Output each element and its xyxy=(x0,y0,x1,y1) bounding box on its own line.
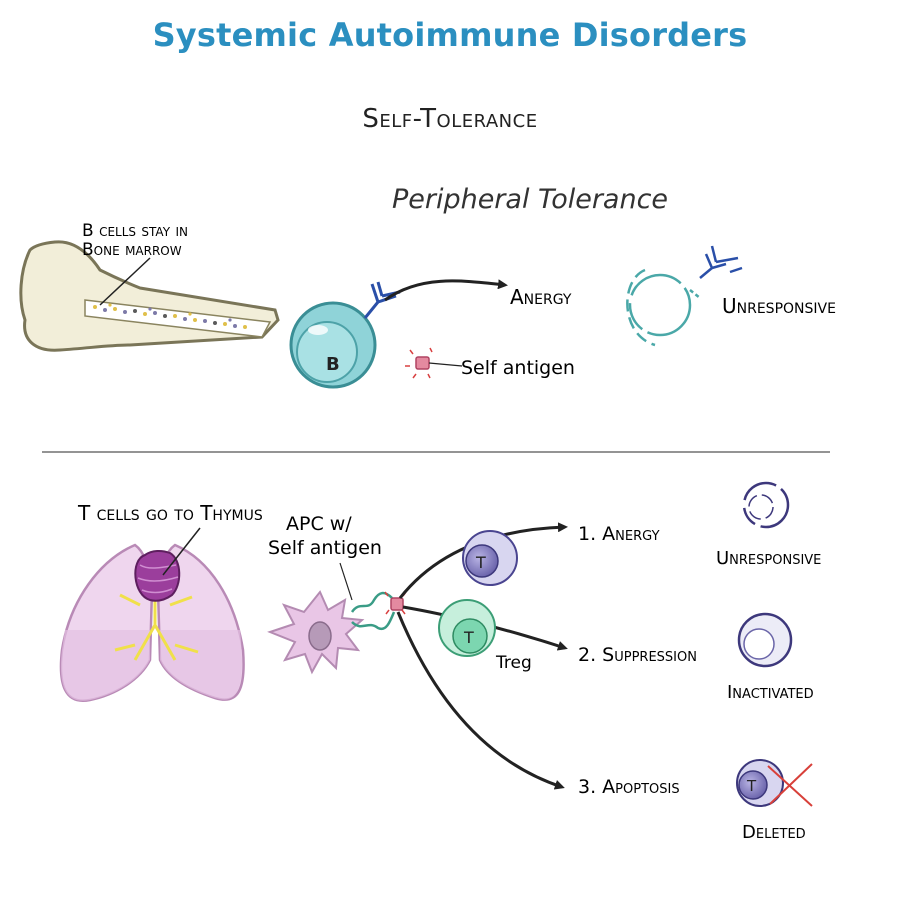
pathway-label-suppression: 2. Suppression xyxy=(578,644,697,666)
unresponsive-receptor xyxy=(699,245,743,279)
anergy-pathway-arrow xyxy=(398,522,568,599)
bone-marrow-cells xyxy=(93,303,247,329)
self-antigen xyxy=(405,347,463,379)
bone-label-line1: B cells stay in xyxy=(82,221,188,241)
pathway-label-anergy: 1. Anergy xyxy=(578,523,660,545)
peripheral-tolerance-title: Peripheral Tolerance xyxy=(391,184,669,215)
apc-label-line1: APC w/ xyxy=(286,513,352,535)
b-unresponsive-label: Unresponsive xyxy=(722,294,836,318)
cross-icon xyxy=(767,763,813,807)
outcome-unresponsive: Unresponsive xyxy=(716,548,821,569)
page-title: Systemic Autoimmune Disorders xyxy=(152,16,748,54)
apc-label-line2: Self antigen xyxy=(268,537,382,559)
treg-cell: T xyxy=(438,599,496,657)
outcome-deleted: Deleted xyxy=(742,822,806,843)
unresponsive-b-cell xyxy=(626,268,701,347)
treg-label: Treg xyxy=(495,653,532,673)
deleted-t-cell: T xyxy=(736,759,813,807)
deleted-t-cell-letter: T xyxy=(746,777,757,795)
bone-illustration xyxy=(19,240,280,352)
section-title: Self-Tolerance xyxy=(362,104,538,134)
apc-pointer xyxy=(339,562,353,601)
treg-cell-letter: T xyxy=(463,628,474,647)
anergy-arrow xyxy=(384,279,508,302)
apc-cell xyxy=(267,590,365,675)
thymus-label: T cells go to Thymus xyxy=(77,501,263,525)
t-cell-letter: T xyxy=(475,553,486,572)
b-cell-receptor xyxy=(363,281,401,319)
t-cell: T xyxy=(462,530,518,586)
inactivated-t-cell xyxy=(737,612,793,668)
bone-label-line2: Bone marrow xyxy=(82,240,182,260)
b-cell-letter: B xyxy=(326,354,340,375)
outcome-inactivated: Inactivated xyxy=(727,682,814,703)
self-antigen-label: Self antigen xyxy=(461,357,575,379)
thymus-icon xyxy=(134,527,201,602)
b-anergy-label: Anergy xyxy=(510,285,572,309)
pathway-label-apoptosis: 3. Apoptosis xyxy=(578,776,680,798)
bone-marrow-pointer xyxy=(99,257,151,306)
unresponsive-t-cell xyxy=(742,481,790,529)
b-cell: B xyxy=(289,301,377,389)
apoptosis-pathway-arrow xyxy=(396,611,565,790)
